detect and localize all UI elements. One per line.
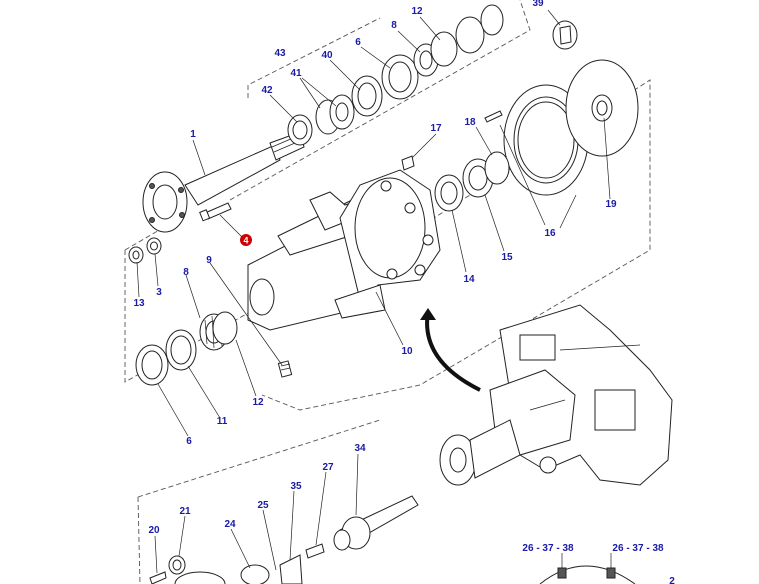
pin-18-part[interactable]: [484, 110, 503, 123]
shaft-34-part[interactable]: [333, 495, 419, 551]
callout-8-lower[interactable]: 8: [183, 267, 189, 278]
callout-17[interactable]: 17: [430, 123, 442, 134]
bolt-20-part[interactable]: [149, 571, 167, 584]
bearing-cup-11-part[interactable]: [165, 329, 197, 371]
washer-part[interactable]: [128, 246, 144, 264]
callout-19[interactable]: 19: [605, 199, 617, 210]
seal-6-upper-part[interactable]: [381, 54, 419, 100]
bearing-pair-41-part[interactable]: [315, 94, 355, 135]
washer-21-part[interactable]: [168, 555, 186, 575]
bearing-race-12-part[interactable]: [212, 311, 238, 345]
callout-group-right[interactable]: 26 - 37 - 38: [612, 543, 664, 554]
callout-35[interactable]: 35: [290, 481, 302, 492]
bolt-27-part[interactable]: [305, 543, 325, 559]
plug-39-part[interactable]: [552, 20, 578, 50]
callout-3[interactable]: 3: [156, 287, 162, 298]
seal-ring-6-part[interactable]: [135, 344, 169, 386]
sleeve-17-part[interactable]: [401, 155, 415, 171]
bearing-42-part[interactable]: [287, 114, 313, 146]
detail-view-26-37-38: [539, 553, 636, 584]
callout-18[interactable]: 18: [464, 117, 476, 128]
callout-20[interactable]: 20: [148, 525, 160, 536]
nut-part[interactable]: [146, 237, 162, 255]
callout-labels: 1 3 6 6 8 8 9 10 11 12 12 13 14 15 16 17…: [133, 0, 675, 584]
callout-13[interactable]: 13: [133, 298, 145, 309]
flange-bolt-part[interactable]: [199, 202, 232, 222]
callout-43[interactable]: 43: [274, 48, 286, 59]
reference-badge-4-label: 4: [243, 236, 248, 246]
callout-34[interactable]: 34: [354, 443, 366, 454]
callout-42[interactable]: 42: [261, 85, 273, 96]
ring-24-part[interactable]: [240, 564, 270, 584]
callout-16[interactable]: 16: [544, 228, 556, 239]
bracket-35-part[interactable]: [279, 554, 303, 584]
callout-10[interactable]: 10: [401, 346, 413, 357]
callout-12-upper[interactable]: 12: [411, 6, 423, 17]
callout-group-left[interactable]: 26 - 37 - 38: [522, 543, 574, 554]
callout-12-lower[interactable]: 12: [252, 397, 264, 408]
callout-6-upper[interactable]: 6: [355, 37, 361, 48]
callout-27[interactable]: 27: [322, 462, 334, 473]
callout-1[interactable]: 1: [190, 129, 196, 140]
callout-15[interactable]: 15: [501, 252, 513, 263]
callout-14[interactable]: 14: [463, 274, 475, 285]
ring-40-part[interactable]: [351, 75, 383, 117]
callout-6-lower[interactable]: 6: [186, 436, 192, 447]
callout-40[interactable]: 40: [321, 50, 333, 61]
bearing-15-part[interactable]: [462, 151, 510, 198]
callout-9[interactable]: 9: [206, 255, 212, 266]
callout-2[interactable]: 2: [669, 576, 675, 584]
output-shaft-part[interactable]: [142, 131, 305, 233]
callout-8-upper[interactable]: 8: [391, 20, 397, 31]
reference-badge-4[interactable]: 4: [240, 234, 252, 246]
callout-25[interactable]: 25: [257, 500, 269, 511]
setscrew-9-part[interactable]: [277, 360, 293, 378]
callout-21[interactable]: 21: [179, 506, 191, 517]
seal-14-part[interactable]: [434, 174, 464, 212]
leader-lines: [136, 9, 611, 574]
callout-39[interactable]: 39: [532, 0, 544, 9]
tractor-assembly-illustration: [420, 304, 673, 486]
callout-41[interactable]: 41: [290, 68, 302, 79]
axle-housing-part[interactable]: [247, 169, 441, 331]
callout-11[interactable]: 11: [217, 416, 228, 427]
bearing-12-upper-part[interactable]: [430, 4, 504, 67]
cover-disk-19-part[interactable]: [565, 59, 639, 157]
callout-24[interactable]: 24: [224, 519, 236, 530]
flange-bottom-part[interactable]: [174, 571, 226, 584]
